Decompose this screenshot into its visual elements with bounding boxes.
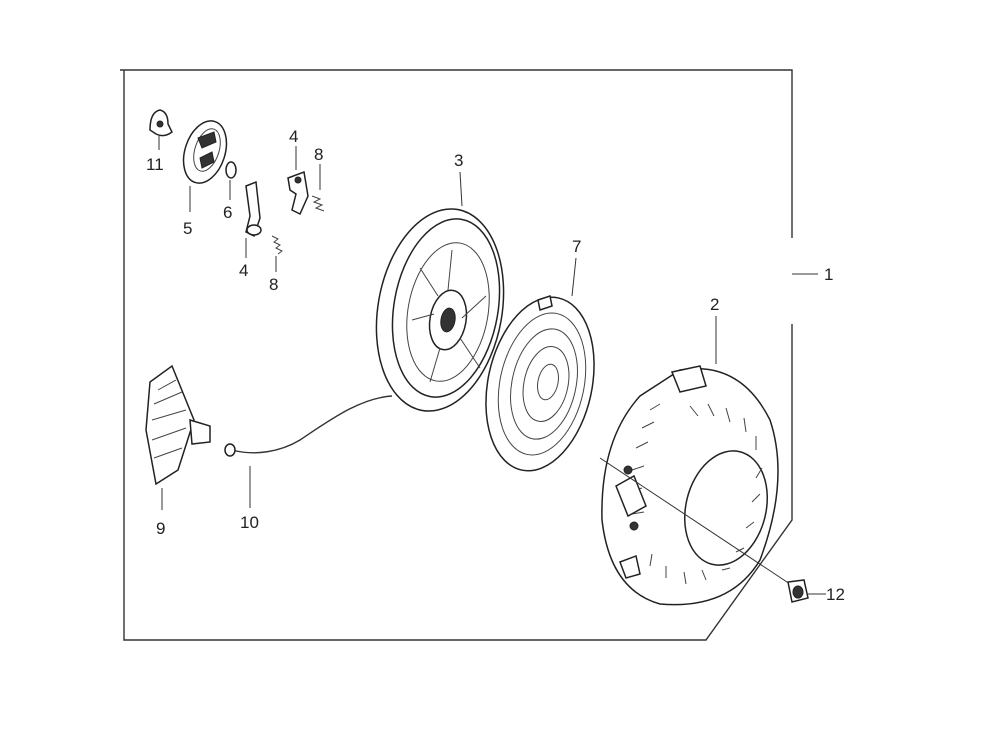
callout-9: 9	[156, 519, 165, 538]
part-3-starter-reel	[375, 171, 505, 412]
callout-3: 3	[454, 151, 463, 170]
part-9-starter-grip	[145, 364, 211, 510]
callout-5: 5	[183, 219, 192, 238]
callout-6: 6	[223, 203, 232, 222]
part-8-spring-upper	[311, 164, 325, 212]
part-10-starter-rope	[224, 395, 393, 508]
part-8-spring-lower	[271, 235, 283, 272]
part-11-knob	[149, 109, 173, 150]
callout-12: 12	[826, 585, 845, 604]
part-12-flange-bolt	[599, 457, 826, 603]
callout-11: 11	[146, 155, 164, 174]
part-5-ratchet-plate	[182, 120, 228, 212]
part-7-recoil-spring	[485, 257, 595, 472]
part-4-pawl-upper	[287, 146, 309, 216]
callout-8-upper: 8	[314, 145, 323, 164]
assembly-frame	[120, 69, 818, 641]
part-4-pawl-lower	[245, 180, 262, 258]
callout-10: 10	[240, 513, 259, 532]
callout-4-upper: 4	[289, 127, 298, 146]
callout-2: 2	[710, 295, 719, 314]
callout-7: 7	[572, 237, 581, 256]
callout-4-lower: 4	[239, 261, 248, 280]
part-6-washer	[225, 161, 237, 200]
callout-1: 1	[824, 265, 833, 284]
callout-8-lower: 8	[269, 275, 278, 294]
part-2-starter-case	[601, 316, 779, 606]
